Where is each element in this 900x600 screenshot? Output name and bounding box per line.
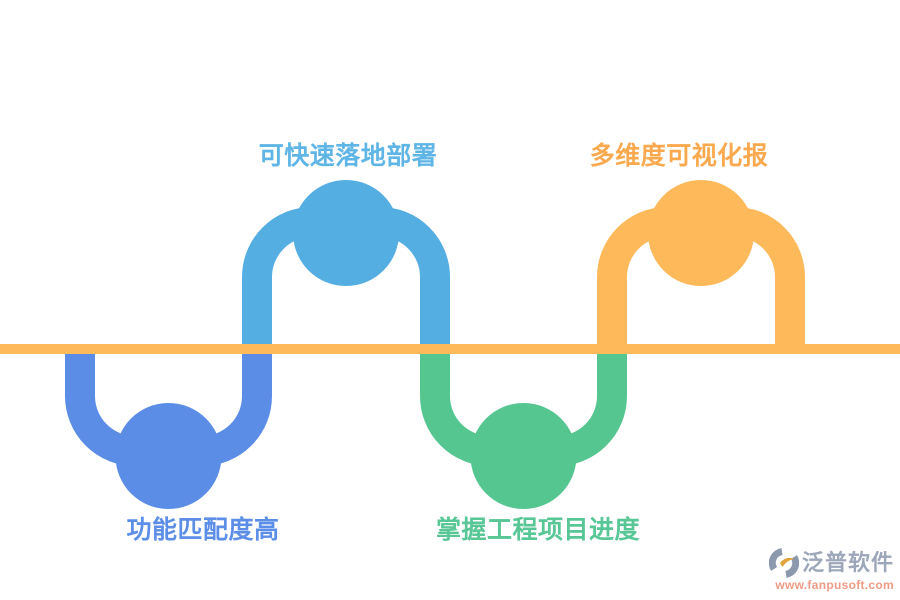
brand-name: 泛普软件: [801, 550, 894, 575]
fanpu-swoosh-icon: [768, 548, 799, 578]
loop-visual-report-node: [648, 180, 754, 286]
loop-project-progress-node: [470, 403, 577, 509]
label-fast-deploy: 可快速落地部署: [258, 142, 438, 170]
loop-fast-deploy-node: [293, 180, 399, 286]
label-project-progress: 掌握工程项目进度: [435, 516, 640, 544]
brand-logo: 泛普软件 www.fanpusoft.com: [758, 548, 894, 592]
label-visual-report: 多维度可视化报: [589, 142, 769, 170]
label-feature-match: 功能匹配度高: [126, 516, 280, 544]
loop-feature-match-node: [115, 403, 222, 509]
timeline-axis: [0, 344, 900, 354]
brand-url: www.fanpusoft.com: [775, 578, 894, 592]
